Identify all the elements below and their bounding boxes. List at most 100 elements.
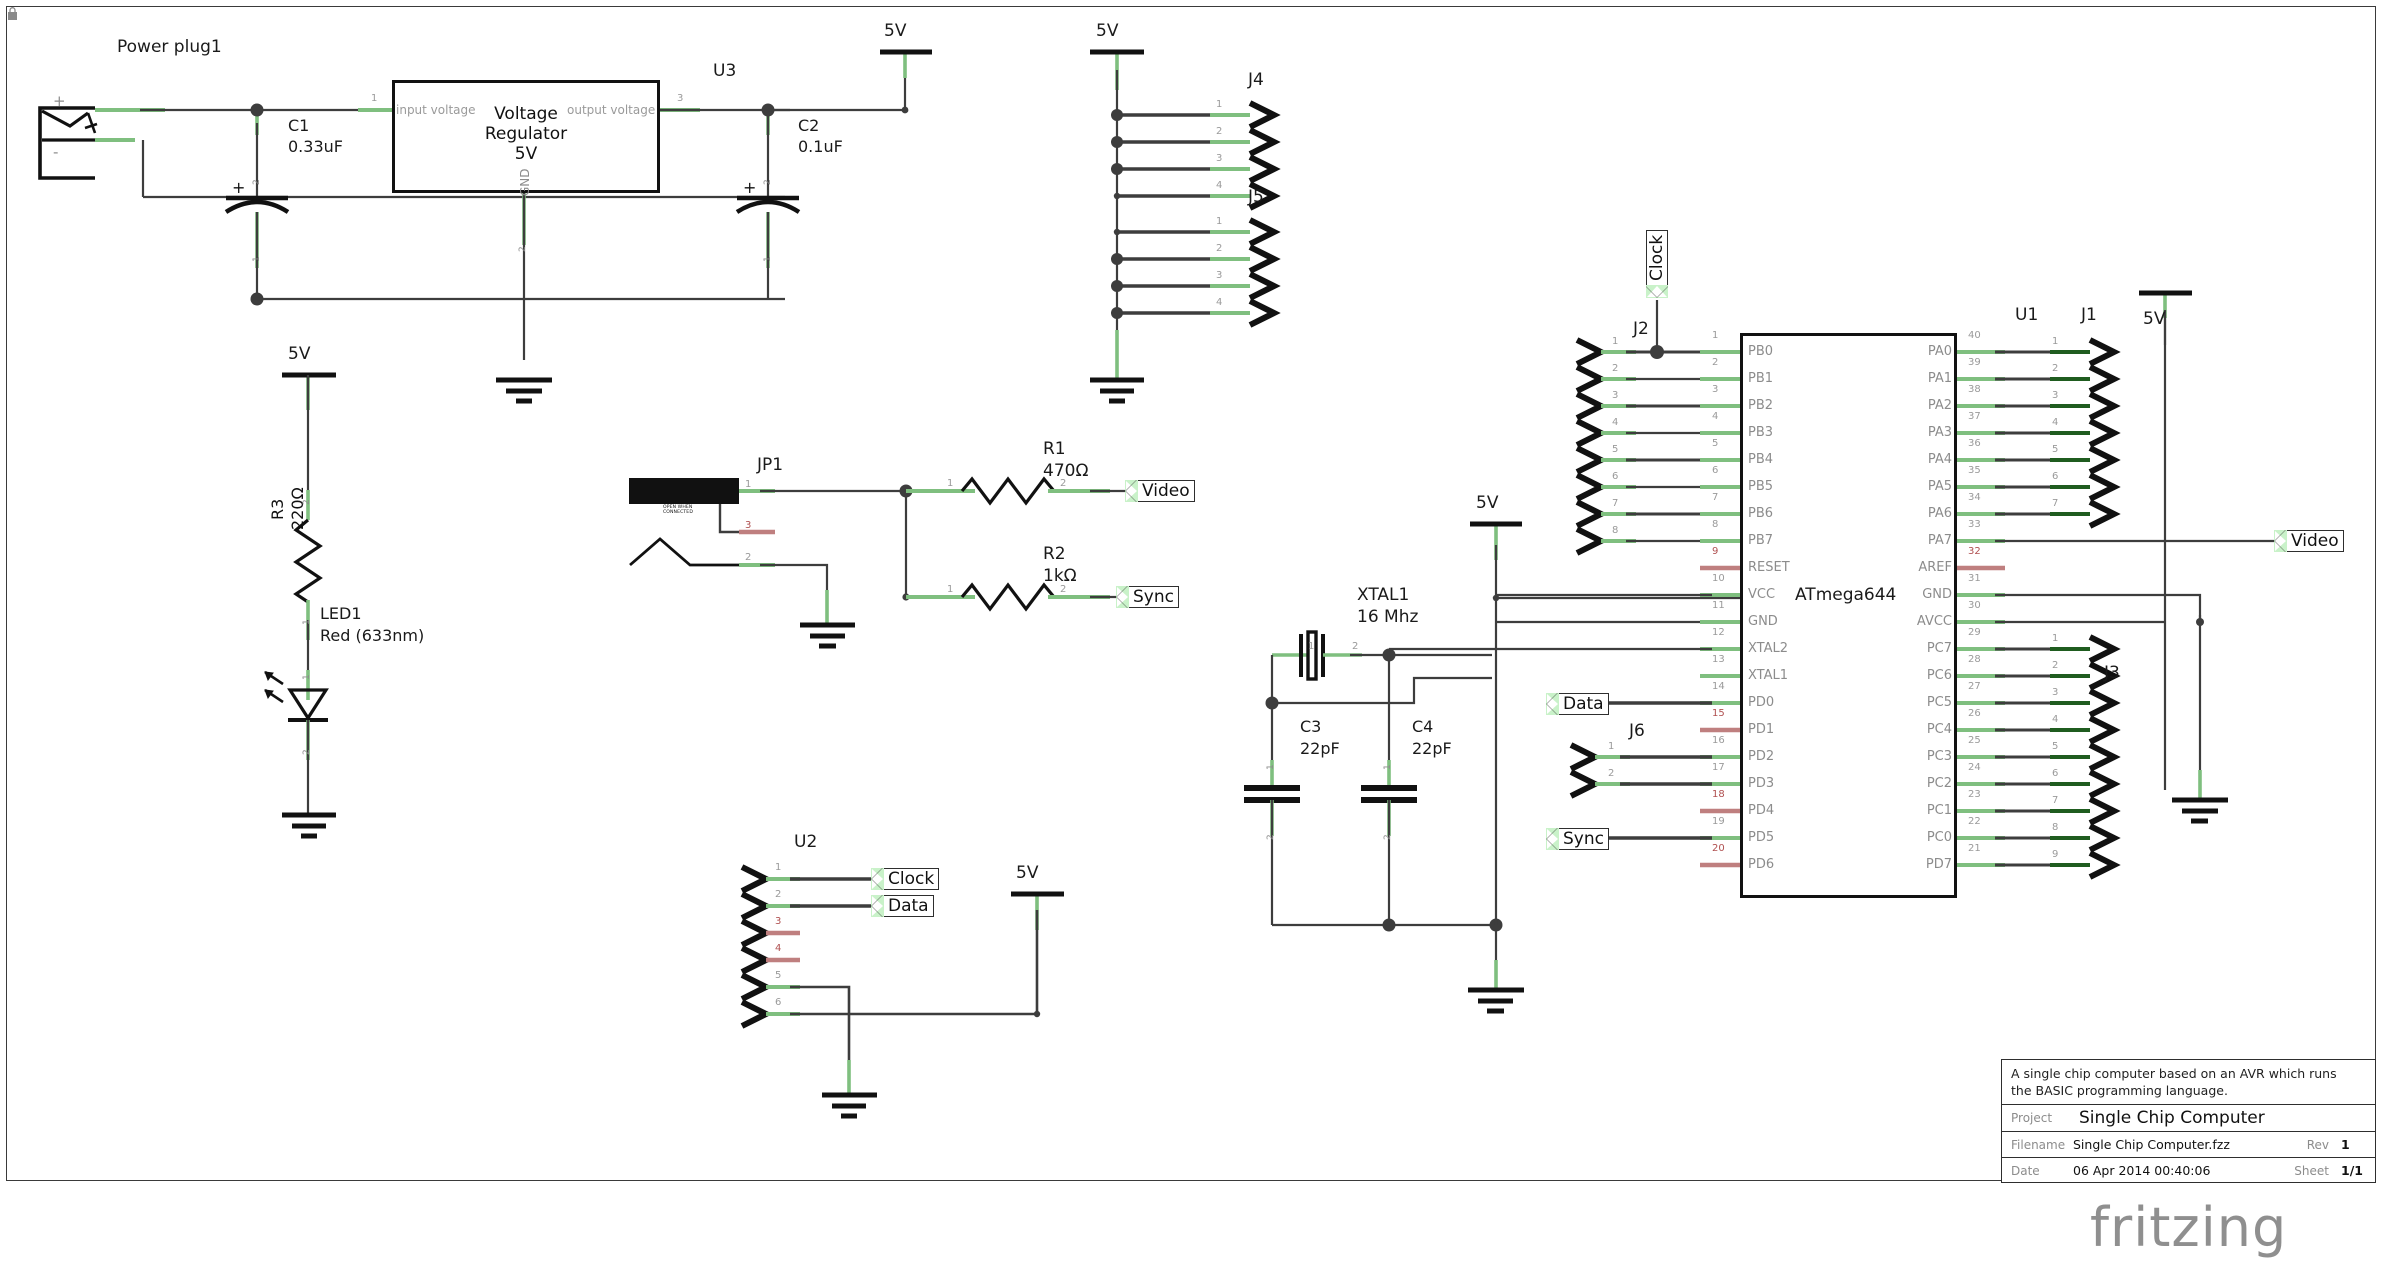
regulator-gnd-pin-num: 2: [518, 246, 528, 252]
mcu-pin-num-11: 11: [1712, 600, 1725, 611]
mcu-pin-name-pa2: PA2: [1927, 398, 1952, 413]
j3-pin-num: 8: [2052, 822, 2059, 833]
net-tip: [1546, 693, 1559, 715]
rail-5v-right: 5V: [2143, 309, 2166, 329]
j4-pin-num: 2: [1216, 126, 1223, 137]
fritzing-watermark: fritzing: [2090, 1196, 2288, 1259]
title-block-description: A single chip computer based on an AVR w…: [2002, 1060, 2346, 1104]
c4-ref: C4: [1412, 717, 1434, 736]
sheet-border: [6, 6, 2376, 1181]
net-label-text: Clock: [1646, 229, 1668, 285]
j3-pin-num: 9: [2052, 849, 2059, 860]
c1-polarity: +: [232, 178, 246, 197]
mcu-pin-name-pb0: PB0: [1748, 344, 1774, 359]
mcu-pin-name-pa3: PA3: [1927, 425, 1952, 440]
mcu-pin-num-18: 18: [1712, 789, 1725, 800]
mcu-pin-num-3: 3: [1712, 384, 1719, 395]
mcu-pin-num-1: 1: [1712, 330, 1719, 341]
j5-pin-num: 3: [1216, 270, 1223, 281]
r1-pin1-num: 1: [947, 478, 954, 489]
j3-pin-num: 3: [2052, 687, 2059, 698]
xtal1-pin2-num: 2: [1352, 641, 1359, 652]
mcu-pin-num-38: 38: [1968, 384, 1981, 395]
mcu-pin-num-17: 17: [1712, 762, 1725, 773]
led1-pin2-num: 2: [302, 749, 312, 755]
j1-pin-num: 7: [2052, 498, 2059, 509]
mcu-body[interactable]: [1740, 333, 1957, 898]
c2-pin2-num: 2: [763, 179, 773, 185]
voltage-regulator-body[interactable]: [392, 80, 660, 193]
mcu-pin-num-4: 4: [1712, 411, 1719, 422]
net-tip: [1546, 828, 1559, 850]
mcu-pin-name-pb7: PB7: [1748, 533, 1774, 548]
net-label-clock-u2[interactable]: Clock: [871, 868, 940, 890]
u2-pin-num: 6: [775, 997, 782, 1008]
lock-icon: [8, 7, 17, 20]
mcu-pin-name-reset: RESET: [1748, 560, 1790, 575]
u3-ref: U3: [713, 61, 737, 81]
net-label-text: Video: [1138, 480, 1195, 502]
net-label-video-jp1[interactable]: Video: [1125, 480, 1195, 502]
mcu-pin-num-39: 39: [1968, 357, 1981, 368]
project-key: Project: [2011, 1111, 2053, 1125]
j2-pin-num: 3: [1612, 390, 1619, 401]
mcu-pin-num-2: 2: [1712, 357, 1719, 368]
net-label-sync-r2[interactable]: Sync: [1116, 586, 1179, 608]
led1-ref: LED1: [320, 604, 362, 623]
r1-ref: R1: [1043, 439, 1066, 459]
mcu-pin-name-gnd: GND: [1922, 587, 1952, 602]
c3-pin2-num: 2: [1266, 834, 1276, 840]
rev-value: 1: [2341, 1137, 2350, 1152]
j2-pin-num: 1: [1612, 336, 1619, 347]
j2-pin-num: 4: [1612, 417, 1619, 428]
jp1-pin1-num: 1: [745, 479, 752, 490]
net-label-sync-pd5[interactable]: Sync: [1546, 828, 1609, 850]
net-label-clock-j2[interactable]: Clock: [1646, 229, 1668, 298]
j3-pin-num: 2: [2052, 660, 2059, 671]
mcu-pin-num-37: 37: [1968, 411, 1981, 422]
mcu-pin-name-pd5: PD5: [1748, 830, 1775, 845]
led1-value: Red (633nm): [320, 626, 425, 645]
mcu-pin-name-pb3: PB3: [1748, 425, 1774, 440]
j3-pin-num: 5: [2052, 741, 2059, 752]
j2-pin-num: 2: [1612, 363, 1619, 374]
mcu-pin-name-pa6: PA6: [1927, 506, 1952, 521]
j1-pin-num: 5: [2052, 444, 2059, 455]
r1-value: 470Ω: [1043, 461, 1089, 481]
j5-pin-num: 4: [1216, 297, 1223, 308]
filename-value: Single Chip Computer.fzz: [2073, 1137, 2230, 1152]
c3-ref: C3: [1300, 717, 1322, 736]
rail-5v-u2: 5V: [1016, 863, 1039, 883]
rail-5v-led: 5V: [288, 344, 311, 364]
j4-pin-num: 1: [1216, 99, 1223, 110]
r3-ref: R3: [268, 498, 287, 520]
jp1-ref: JP1: [757, 455, 784, 475]
mcu-pin-num-21: 21: [1968, 843, 1981, 854]
net-label-video-pa7[interactable]: Video: [2274, 530, 2344, 552]
title-block-project-row: Project Single Chip Computer: [2002, 1104, 2375, 1131]
net-label-data-u2[interactable]: Data: [871, 895, 934, 917]
c1-pin1-num: 1: [252, 256, 262, 262]
mcu-pin-num-5: 5: [1712, 438, 1719, 449]
r3-pin1-num: 1: [302, 619, 312, 625]
mcu-pin-name-pc6: PC6: [1926, 668, 1952, 683]
mcu-pin-name-pd4: PD4: [1748, 803, 1775, 818]
net-tip: [1116, 586, 1129, 608]
mcu-pin-num-6: 6: [1712, 465, 1719, 476]
mcu-pin-num-34: 34: [1968, 492, 1981, 503]
c2-polarity: +: [743, 178, 757, 197]
power-plug-label: Power plug1: [117, 37, 222, 57]
regulator-input-pin-num: 1: [371, 93, 378, 104]
mcu-pin-name-vcc: VCC: [1748, 587, 1776, 602]
mcu-pin-name-pc5: PC5: [1926, 695, 1952, 710]
title-block-description-row: A single chip computer based on an AVR w…: [2002, 1060, 2375, 1104]
j5-pin-num: 1: [1216, 216, 1223, 227]
j6-pin-num: 2: [1608, 768, 1615, 779]
mcu-pin-name-pb4: PB4: [1748, 452, 1774, 467]
jp1-note-line1: OPEN WHEN: [663, 505, 693, 510]
r2-value: 1kΩ: [1043, 566, 1077, 586]
mcu-pin-name-avcc: AVCC: [1916, 614, 1952, 629]
mcu-pin-name-pa1: PA1: [1927, 371, 1952, 386]
net-label-text: Clock: [884, 868, 940, 890]
net-label-data-pd0[interactable]: Data: [1546, 693, 1609, 715]
